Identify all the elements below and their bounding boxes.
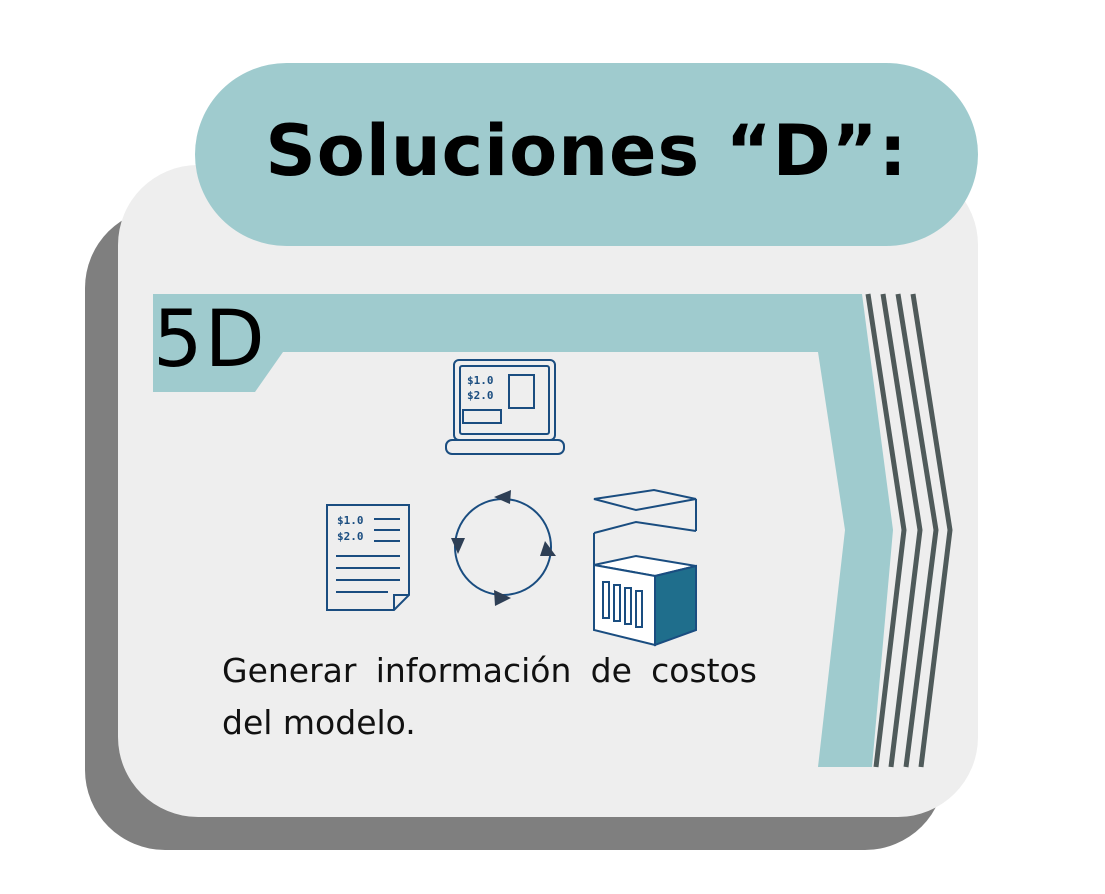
title-pill [195,63,978,246]
page-title: Soluciones “D”: [265,109,908,192]
dimension-description: Generar información de costos del modelo… [222,651,757,742]
laptop-price-2: $2.0 [467,389,494,402]
building-model-icon [593,488,697,647]
cost-document-icon [326,504,410,611]
document-price-2: $2.0 [337,530,364,543]
teal-ribbon [153,294,893,767]
laptop-price-1: $1.0 [467,374,494,387]
chevron-stripes [865,293,953,768]
laptop-cost-icon [445,359,565,455]
dimension-label: 5D [153,295,267,385]
refresh-cycle-icon [451,490,556,606]
document-price-1: $1.0 [337,514,364,527]
